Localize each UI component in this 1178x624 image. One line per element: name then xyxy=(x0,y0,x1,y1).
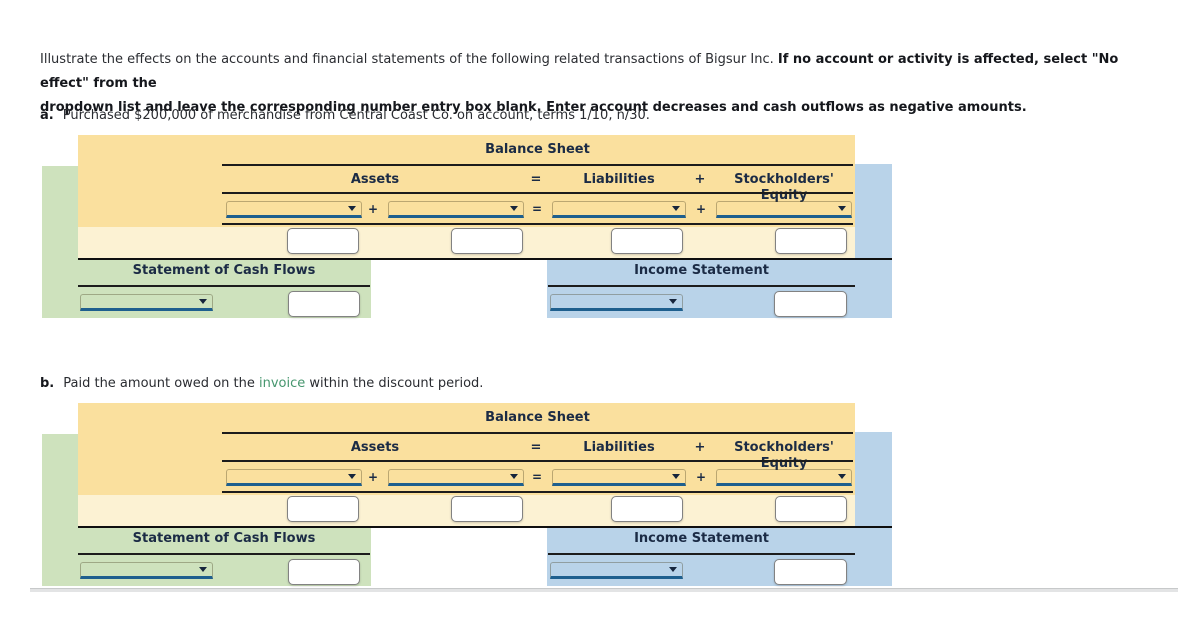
divider xyxy=(78,526,892,528)
bs-asset-dropdown-2[interactable] xyxy=(388,469,524,486)
scf-activity-dropdown[interactable] xyxy=(80,562,213,579)
divider xyxy=(222,491,853,493)
transaction-b-text: b. Paid the amount owed on the invoice wi… xyxy=(40,376,483,391)
instructions-text: Illustrate the effects on the accounts a… xyxy=(40,48,1165,120)
equals-sign: = xyxy=(530,440,542,455)
chevron-down-icon xyxy=(199,567,207,572)
chevron-down-icon xyxy=(510,474,518,479)
chevron-down-icon xyxy=(510,206,518,211)
invoice-link[interactable]: invoice xyxy=(259,376,306,391)
transaction-letter: b. xyxy=(40,376,55,391)
bs-liability-entry[interactable] xyxy=(611,228,683,254)
balance-sheet-title: Balance Sheet xyxy=(485,142,590,157)
divider xyxy=(548,553,855,555)
bs-asset-dropdown-2[interactable] xyxy=(388,201,524,218)
divider xyxy=(78,258,892,260)
chevron-down-icon xyxy=(838,474,846,479)
transaction-text: within the discount period. xyxy=(305,376,484,391)
chevron-down-icon xyxy=(672,206,680,211)
transaction-section-a: Balance Sheet Assets = Liabilities + Sto… xyxy=(0,135,1178,319)
chevron-down-icon xyxy=(669,567,677,572)
stockholders-equity-header: Stockholders' Equity xyxy=(734,440,834,471)
scf-amount-entry[interactable] xyxy=(288,559,360,585)
transaction-letter: a. xyxy=(40,108,54,123)
bs-asset-dropdown-1[interactable] xyxy=(226,201,362,218)
chevron-down-icon xyxy=(672,474,680,479)
bs-equity-dropdown[interactable] xyxy=(716,201,852,218)
is-item-dropdown[interactable] xyxy=(550,562,683,579)
bs-asset-dropdown-1[interactable] xyxy=(226,469,362,486)
divider xyxy=(222,460,853,462)
bs-equity-entry[interactable] xyxy=(775,496,847,522)
bs-liability-dropdown[interactable] xyxy=(552,201,686,218)
bs-asset-entry-2[interactable] xyxy=(451,228,523,254)
is-amount-entry[interactable] xyxy=(774,559,847,585)
instructions-line-1: Illustrate the effects on the accounts a… xyxy=(40,48,1165,96)
bs-liability-entry[interactable] xyxy=(611,496,683,522)
chevron-down-icon xyxy=(348,474,356,479)
divider xyxy=(78,553,370,555)
cash-flows-title: Statement of Cash Flows xyxy=(132,263,316,278)
plus-sign: + xyxy=(694,172,706,187)
instructions-bold: dropdown list and leave the correspondin… xyxy=(40,100,1027,115)
transaction-a-text: a. Purchased $200,000 of merchandise from… xyxy=(40,108,650,123)
chevron-down-icon xyxy=(669,299,677,304)
cash-flows-title: Statement of Cash Flows xyxy=(132,531,316,546)
scf-amount-entry[interactable] xyxy=(288,291,360,317)
balance-sheet-panel: Balance Sheet Assets = Liabilities + Sto… xyxy=(78,135,855,259)
chevron-down-icon xyxy=(838,206,846,211)
chevron-down-icon xyxy=(348,206,356,211)
plus-sign: + xyxy=(367,202,379,216)
equals-sign: = xyxy=(531,470,543,484)
is-item-dropdown[interactable] xyxy=(550,294,683,311)
assets-header: Assets xyxy=(350,172,400,187)
bs-equity-entry[interactable] xyxy=(775,228,847,254)
divider xyxy=(222,164,853,166)
instructions-line-2: dropdown list and leave the correspondin… xyxy=(40,96,1165,120)
bottom-divider xyxy=(30,588,1178,592)
plus-sign: + xyxy=(694,440,706,455)
instructions-normal: Illustrate the effects on the accounts a… xyxy=(40,52,778,67)
equals-sign: = xyxy=(531,202,543,216)
transaction-section-b: Balance Sheet Assets = Liabilities + Sto… xyxy=(0,403,1178,587)
bs-asset-entry-1[interactable] xyxy=(287,496,359,522)
transaction-text: Purchased $200,000 of merchandise from C… xyxy=(62,108,650,123)
liabilities-header: Liabilities xyxy=(583,440,655,455)
liabilities-header: Liabilities xyxy=(583,172,655,187)
transaction-text: Paid the amount owed on the xyxy=(63,376,259,391)
bs-asset-entry-1[interactable] xyxy=(287,228,359,254)
plus-sign: + xyxy=(367,470,379,484)
plus-sign: + xyxy=(695,470,707,484)
plus-sign: + xyxy=(695,202,707,216)
divider xyxy=(548,285,855,287)
bs-asset-entry-2[interactable] xyxy=(451,496,523,522)
equals-sign: = xyxy=(530,172,542,187)
bs-equity-dropdown[interactable] xyxy=(716,469,852,486)
is-amount-entry[interactable] xyxy=(774,291,847,317)
divider xyxy=(78,285,370,287)
divider xyxy=(222,192,853,194)
divider xyxy=(222,223,853,225)
income-statement-title: Income Statement xyxy=(634,263,769,278)
divider xyxy=(222,432,853,434)
balance-sheet-title: Balance Sheet xyxy=(485,410,590,425)
balance-sheet-panel: Balance Sheet Assets = Liabilities + Sto… xyxy=(78,403,855,527)
scf-activity-dropdown[interactable] xyxy=(80,294,213,311)
stockholders-equity-header: Stockholders' Equity xyxy=(734,172,834,203)
assets-header: Assets xyxy=(350,440,400,455)
chevron-down-icon xyxy=(199,299,207,304)
instructions-bold: If no account or activity is affected, s… xyxy=(40,52,1119,91)
income-statement-title: Income Statement xyxy=(634,531,769,546)
bs-liability-dropdown[interactable] xyxy=(552,469,686,486)
